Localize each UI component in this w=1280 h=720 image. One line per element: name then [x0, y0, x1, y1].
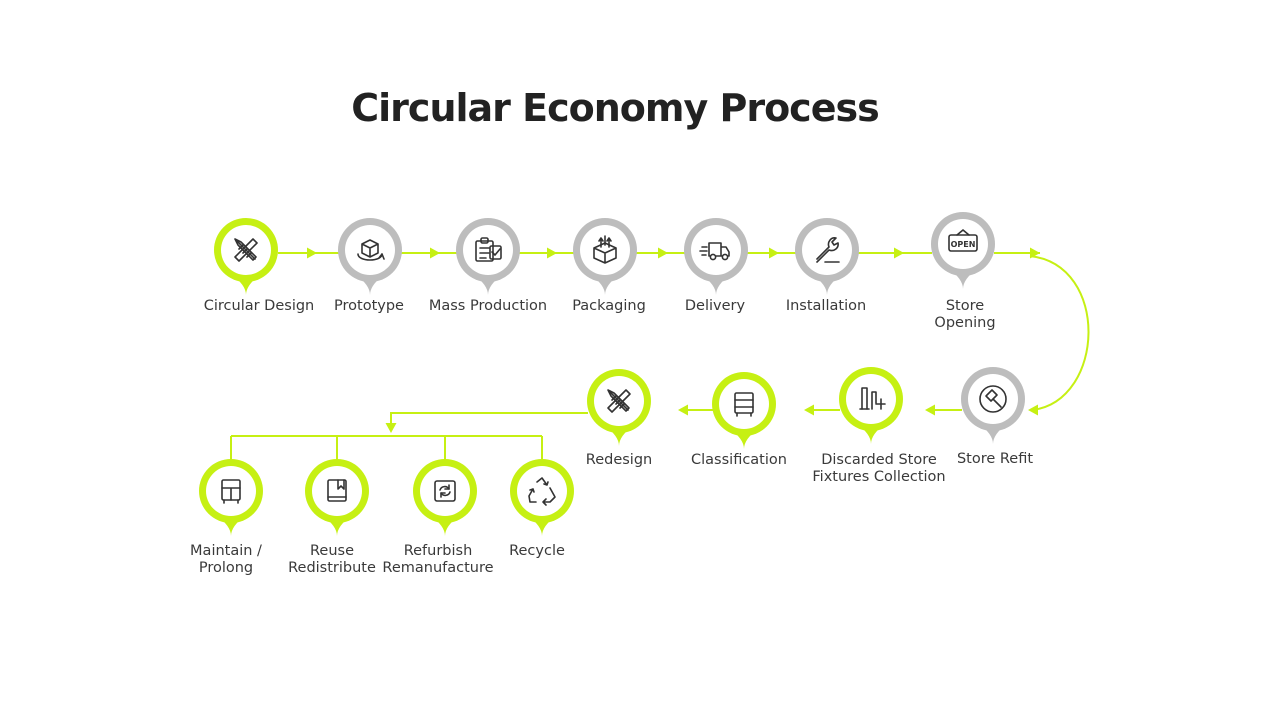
step-recycle: Recycle	[509, 459, 574, 559]
step-label: Redesign	[586, 452, 652, 468]
step-label: Classification	[691, 452, 787, 468]
step-label-line: Redesign	[586, 452, 652, 468]
step-delivery: Delivery	[684, 218, 748, 314]
step-packaging: Packaging	[572, 218, 646, 314]
step-prototype: Prototype	[334, 218, 404, 314]
open-sign-text: OPEN	[951, 240, 976, 249]
step-label-line: Refurbish	[404, 543, 473, 559]
pin-inner	[846, 374, 896, 424]
pin-inner	[719, 379, 769, 429]
step-redesign: Redesign	[586, 369, 652, 468]
book-icon	[327, 479, 347, 502]
step-label-line: Packaging	[572, 298, 646, 314]
flow-arrow	[804, 404, 814, 416]
step-circular-design: Circular Design	[204, 218, 315, 314]
flow-arrow	[678, 404, 688, 416]
flow-arrow	[894, 247, 904, 259]
pin-inner	[517, 466, 567, 516]
flow-arrow	[547, 247, 557, 259]
pencil-ruler-icon	[234, 238, 258, 262]
flow-arrow	[925, 404, 935, 416]
step-label-line: Prototype	[334, 298, 404, 314]
step-maintain-prolong: Maintain /Prolong	[190, 459, 263, 576]
connector-line	[390, 412, 588, 428]
step-label-line: Redistribute	[288, 560, 376, 576]
step-store-refit: Store Refit	[957, 367, 1033, 467]
shelf-icon	[221, 479, 241, 504]
step-label-line: Circular Design	[204, 298, 315, 314]
refresh-icon	[434, 480, 456, 502]
cube-rotate-icon	[357, 239, 385, 261]
step-label: Circular Design	[204, 298, 315, 314]
wrench-icon	[816, 237, 840, 263]
flow-arrow	[1028, 404, 1038, 416]
truck-icon	[699, 242, 730, 261]
pin-inner	[691, 225, 741, 275]
pin-inner	[580, 225, 630, 275]
flow-arrow	[430, 247, 440, 259]
hammer-icon	[979, 385, 1007, 413]
step-label: Maintain /Prolong	[190, 543, 262, 576]
flow-arrow	[658, 247, 668, 259]
step-label-line: Reuse	[310, 543, 354, 559]
pencil-ruler-icon	[607, 389, 631, 413]
step-label-line: Discarded Store	[821, 452, 937, 468]
step-label: Mass Production	[429, 298, 547, 314]
step-installation: Installation	[786, 218, 866, 314]
step-label-line: Recycle	[509, 543, 565, 559]
flow-arrow	[769, 247, 779, 259]
step-mass-production: Mass Production	[429, 218, 547, 314]
package-icon	[593, 235, 617, 264]
connector-lines	[230, 247, 1090, 463]
flow-arrow	[385, 423, 397, 433]
fixtures-icon	[859, 387, 886, 410]
step-label-line: Opening	[934, 315, 995, 331]
step-label-line: Delivery	[685, 298, 746, 314]
pin-inner	[312, 466, 362, 516]
clipboard-check-icon	[475, 237, 502, 262]
pin-inner	[938, 219, 988, 269]
step-label: Prototype	[334, 298, 404, 314]
open-sign-icon: OPEN	[948, 229, 978, 252]
step-label: Store Refit	[957, 451, 1033, 467]
step-label-line: Store Refit	[957, 451, 1033, 467]
step-label-line: Maintain /	[190, 543, 262, 559]
flow-arrow	[307, 247, 317, 259]
step-label-line: Mass Production	[429, 298, 547, 314]
step-label-line: Prolong	[199, 560, 253, 576]
pin-inner	[420, 466, 470, 516]
pin-inner	[463, 225, 513, 275]
step-label: Recycle	[509, 543, 565, 559]
step-label-line: Fixtures Collection	[812, 469, 945, 485]
step-classification: Classification	[691, 372, 787, 468]
step-label-line: Store	[946, 298, 984, 314]
page-title: Circular Economy Process	[351, 86, 879, 130]
step-label-line: Classification	[691, 452, 787, 468]
step-label-line: Installation	[786, 298, 866, 314]
step-label: Packaging	[572, 298, 646, 314]
connector-curve	[1029, 255, 1090, 411]
cabinet-icon	[734, 392, 754, 417]
step-label: Delivery	[685, 298, 746, 314]
recycle-icon	[528, 477, 556, 506]
step-label: Installation	[786, 298, 866, 314]
step-label-line: Remanufacture	[382, 560, 493, 576]
